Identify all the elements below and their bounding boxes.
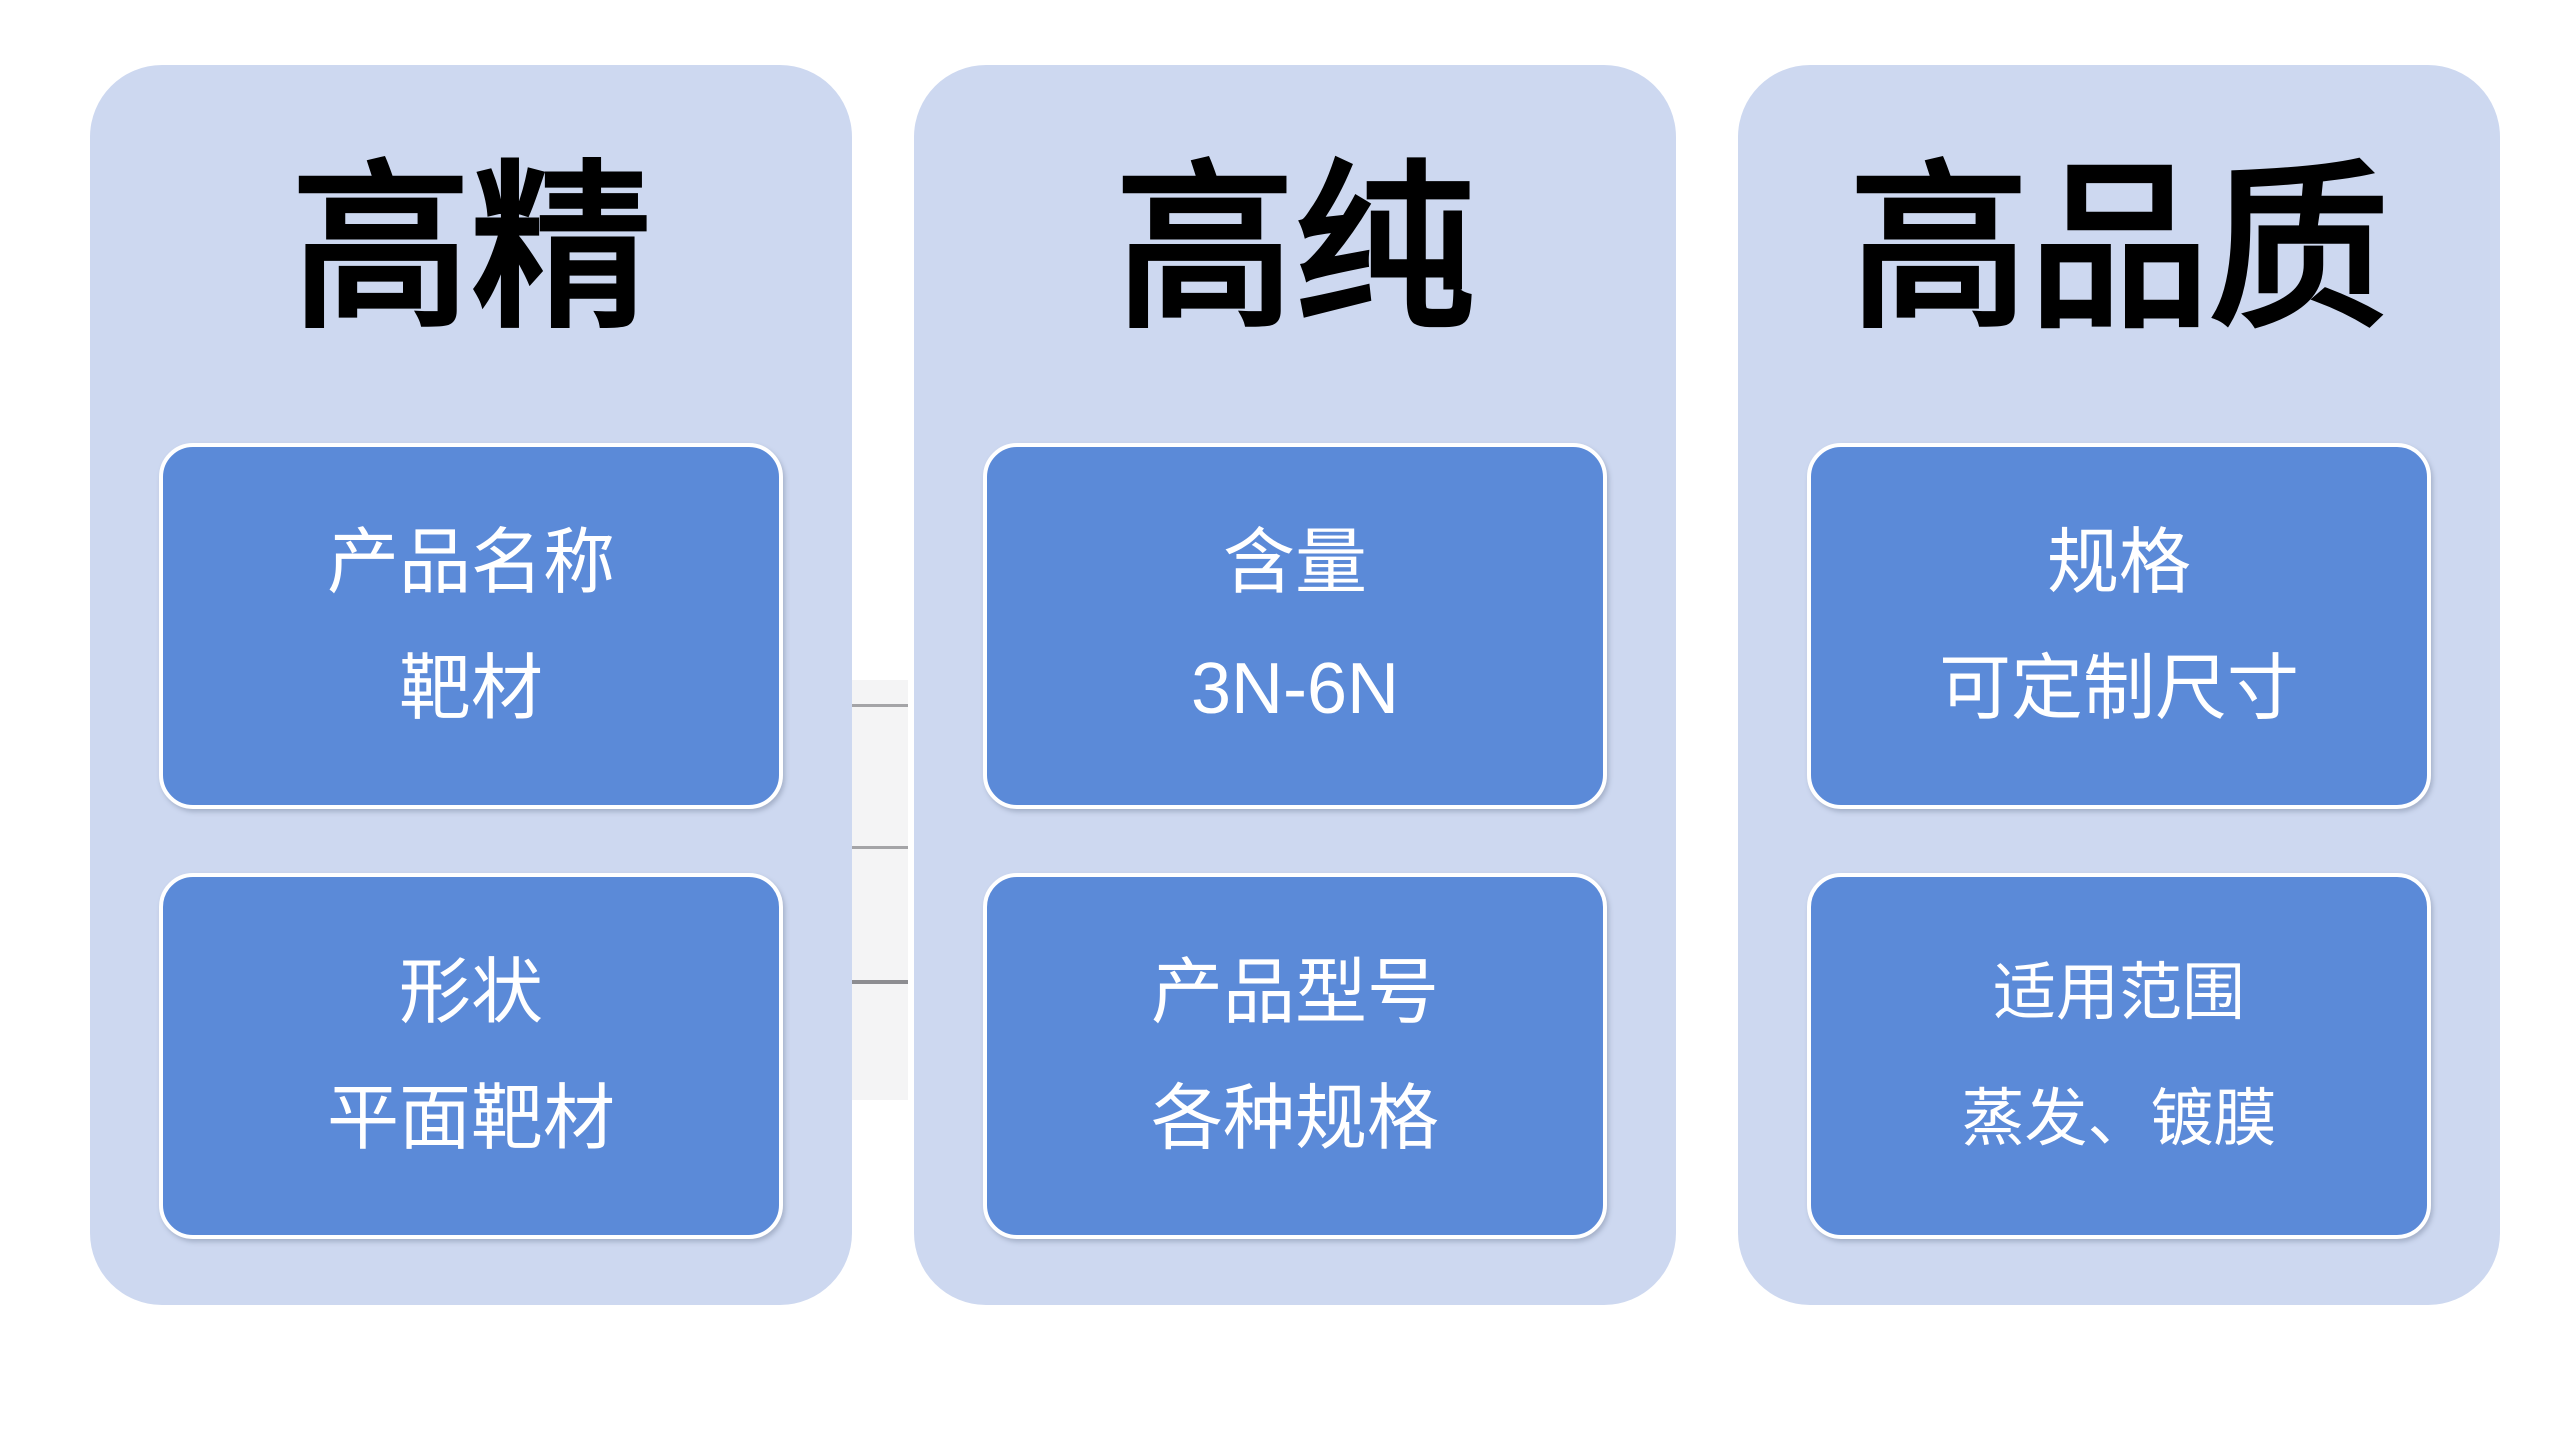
card-label: 规格	[2046, 523, 2191, 603]
card-label: 含量	[1222, 523, 1367, 603]
column-high-precision: 高精 产品名称 靶材 形状 平面靶材	[90, 65, 852, 1305]
card-label: 产品名称	[326, 523, 615, 603]
column-high-purity: 高纯 含量 3N-6N 产品型号 各种规格	[914, 65, 1676, 1305]
card-value: 3N-6N	[1190, 649, 1400, 729]
column-title: 高品质	[1848, 149, 2389, 350]
info-card-application-range: 适用范围 蒸发、镀膜	[1807, 873, 2431, 1239]
card-value: 蒸发、镀膜	[1961, 1084, 2277, 1154]
table-gridline	[848, 980, 908, 984]
info-card-shape: 形状 平面靶材	[159, 873, 783, 1239]
card-label: 形状	[398, 953, 543, 1033]
column-high-quality: 高品质 规格 可定制尺寸 适用范围 蒸发、镀膜	[1738, 65, 2500, 1305]
info-card-specification: 规格 可定制尺寸	[1807, 443, 2431, 809]
background-table-fragment	[848, 680, 908, 1100]
card-value: 靶材	[398, 649, 543, 729]
table-gridline	[848, 704, 908, 707]
card-label: 产品型号	[1150, 953, 1439, 1033]
info-card-product-model: 产品型号 各种规格	[983, 873, 1607, 1239]
column-title: 高精	[290, 149, 651, 350]
card-value: 可定制尺寸	[1938, 649, 2299, 729]
card-label: 适用范围	[1993, 958, 2245, 1028]
column-title: 高纯	[1114, 149, 1475, 350]
info-card-product-name: 产品名称 靶材	[159, 443, 783, 809]
info-card-content: 含量 3N-6N	[983, 443, 1607, 809]
table-gridline	[848, 846, 908, 849]
card-value: 平面靶材	[326, 1079, 615, 1159]
card-value: 各种规格	[1150, 1079, 1439, 1159]
